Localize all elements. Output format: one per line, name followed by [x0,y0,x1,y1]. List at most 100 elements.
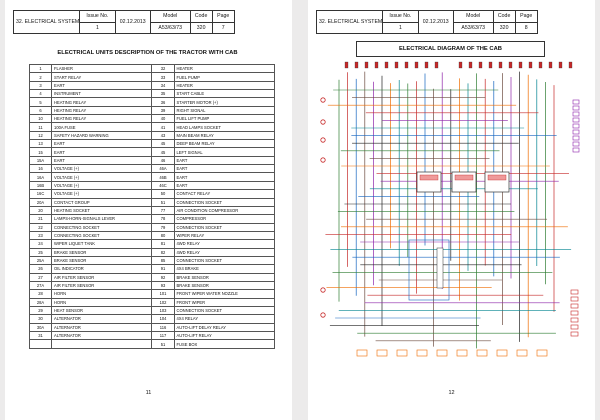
unit-number: 102 [151,297,175,307]
connector-terminal [508,61,513,69]
connector-terminal [572,141,580,147]
unit-description: EART [173,172,276,182]
unit-description: EART [51,139,153,149]
model-label: Model [149,10,191,23]
unit-description: STARTER MOTOR (+) [173,97,276,107]
connector-terminal [518,61,523,69]
unit-description: FUSE BOX [173,339,276,349]
unit-number: 13 [28,139,53,149]
unit-description: FRONT WIPER WATER NOZZLE [173,289,276,299]
unit-description: LEFT SIGNAL [173,147,276,157]
unit-description: FRONT WIPER [173,297,276,307]
unit-description: EART [173,180,276,191]
unit-number: 22 [28,222,53,232]
unit-number: 92 [151,272,175,282]
connector-terminal [404,61,409,69]
connector-terminal [456,349,468,357]
connector-terminal [572,123,580,129]
model-label: Model [452,10,494,23]
unit-description: HEATING RELAY [51,97,153,107]
unit-description: EART [173,155,276,166]
issue-label: Issue No. [382,10,419,23]
connector-terminal [458,61,463,69]
issue-label: Issue No. [79,10,116,23]
connector-terminal [468,61,473,69]
left-page: 32. ELECTRICAL SYSTEM Issue No. 02.12.20… [5,0,292,420]
unit-number: 46C [151,180,175,191]
unit-description: HORN [51,297,153,307]
relay-coil [487,174,507,181]
issue-date: 02.12.2013 [114,10,151,34]
unit-number: 6 [28,105,53,116]
unit-description: CONNECTION SOCKET [173,255,276,266]
unit-description: HEATING RELAY [51,114,153,124]
connector-terminal [356,349,368,357]
unit-number: 23 [28,230,53,241]
unit-description: HEATING SOCKET [51,205,153,216]
unit-description: ALTERNATOR [51,314,153,324]
unit-description: EART [51,155,153,166]
unit-description: CONTACT RELAY [173,189,276,199]
unit-description: 4WD RELAY [173,247,276,257]
unit-description: 4X4 RELAY [173,314,276,324]
unit-description: BRAKE SENSOR [51,255,153,266]
connector-terminal [320,137,326,143]
unit-description: BRAKE SENSOR [51,247,153,257]
diagram-title: ELECTRICAL DIAGRAM OF THE CAB [356,41,545,57]
unit-number: 2 [28,72,53,82]
unit-number: 5 [28,97,53,107]
units-title: ELECTRICAL UNITS DESCRIPTION OF THE TRAC… [57,50,238,56]
relay-coil [419,174,439,181]
connector-terminal [572,111,580,117]
unit-number: 25 [28,247,53,257]
connector-terminal [414,61,419,69]
unit-number: 46A [151,164,175,174]
unit-number: 16A [28,172,53,182]
unit-description: AUTO-LIFT RELAY [173,330,276,341]
unit-number: 46B [151,172,175,182]
unit-description: BRAKE SENSOR [173,280,276,291]
connector-terminal [570,317,579,323]
issue-date: 02.12.2013 [417,10,454,34]
connector-terminal [320,119,326,125]
right-page: 32. ELECTRICAL SYSTEM Issue No. 02.12.20… [308,0,595,420]
connector-terminal [548,61,553,69]
model-value: A53/63/73 [149,21,191,34]
unit-description: EART [173,164,276,174]
unit-description: AUTO-LIFT DELAY RELAY [173,322,276,333]
unit-number: 12 [28,130,53,141]
unit-description: HEAT SENSOR [51,305,153,316]
connector-terminal [558,61,563,69]
code-value: 320 [189,21,213,34]
page-value: 8 [514,21,538,34]
unit-number: 50 [151,189,175,199]
unit-number: 4 [28,89,53,99]
connector-terminal [572,129,580,135]
unit-description: EART [51,80,153,91]
unit-number: 27 [28,272,53,282]
unit-number: 24 [28,239,53,249]
unit-number: 78 [151,214,175,224]
connector-terminal [374,61,379,69]
page-number: 12 [448,390,455,396]
unit-description [51,339,153,349]
page-label: Page [514,10,538,23]
unit-description: START CABLE [173,89,276,99]
unit-number: 3 [28,80,53,91]
model-value: A53/63/73 [452,21,494,34]
left-page-header: 32. ELECTRICAL SYSTEM Issue No. 02.12.20… [12,10,235,34]
unit-number: 46 [151,155,175,166]
unit-description: VOLTAGE (+) [51,172,153,182]
